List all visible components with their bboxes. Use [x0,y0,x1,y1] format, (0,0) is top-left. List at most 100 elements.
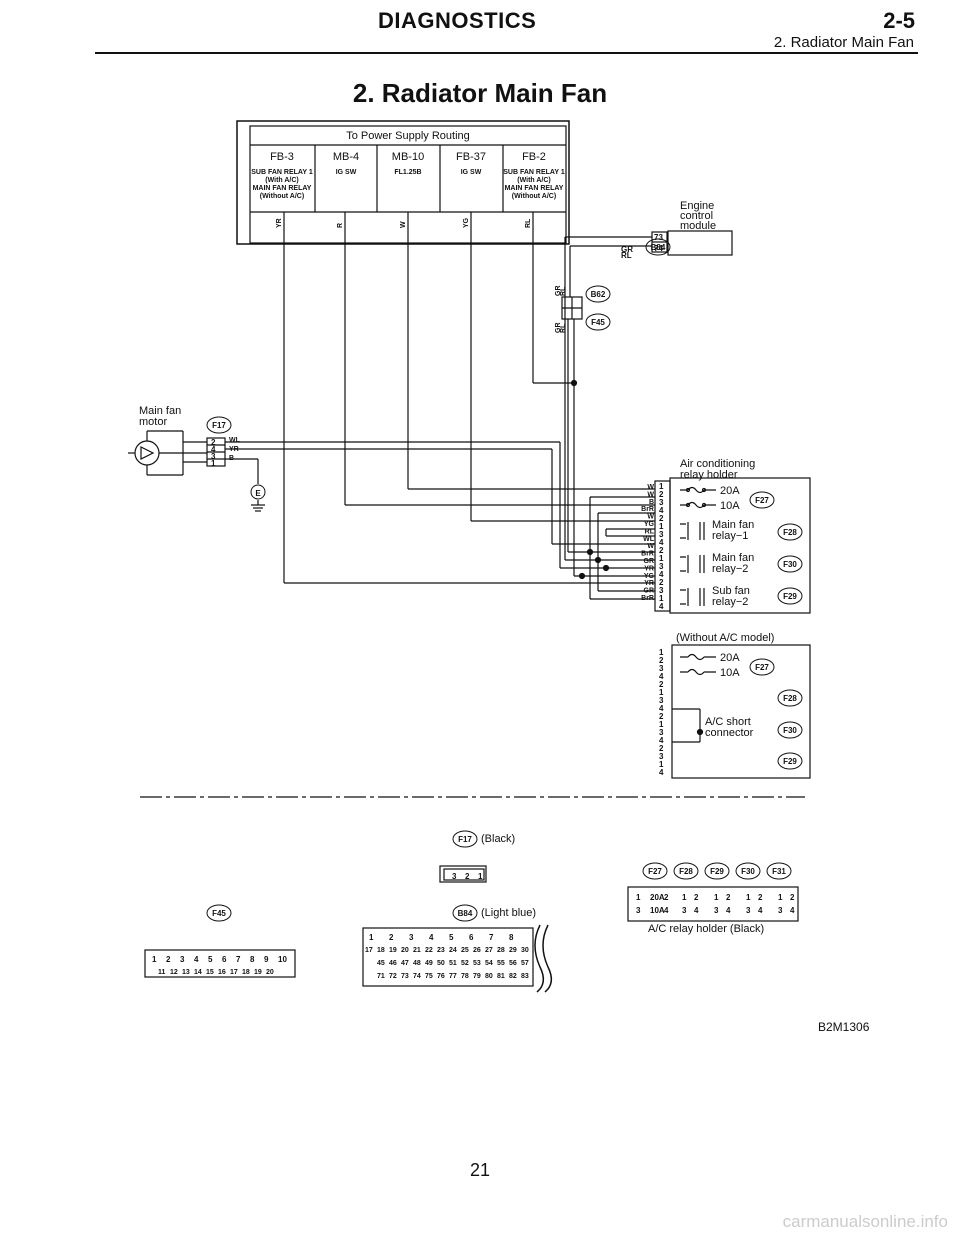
header-rule [95,52,918,54]
power-col-0-line-0: SUB FAN RELAY 1 [251,169,313,176]
cv-b84-r2-4: 21 [413,947,421,954]
relay-pin-6: 3 [659,530,664,539]
cv-b84-r3-5: 50 [437,960,445,967]
relay-f28-label: F28 [783,528,797,537]
cv-b84-r3-4: 49 [425,960,433,967]
cv-b84-r2-0: 17 [365,947,373,954]
cv-f45-r2-2: 13 [182,969,190,976]
cv-f27-label: F27 [648,867,662,876]
cv-relay-1-pin-2: 3 [714,906,719,915]
relay-pin-9: 1 [659,554,664,563]
relay-holder-pins [654,480,671,612]
ecm-label-3: module [680,220,716,232]
cv-f45-r2-6: 17 [230,969,238,976]
ecm-label-2: control [680,210,713,222]
cv-f17-pin-0: 3 [452,872,457,881]
junction-wire-top-1: RL [560,286,567,296]
cv-relay-1-pin-3: 4 [726,906,731,915]
cv-b84-r2-7: 24 [449,947,457,954]
noac-pin-0: 1 [659,648,664,657]
relay-wire-9: BrR [641,551,654,558]
cv-f45-r2-8: 19 [254,969,262,976]
cv-b84-r2-12: 29 [509,947,517,954]
ecm-b84-label: B84 [651,243,666,252]
cv-b84-r3-8: 53 [473,960,481,967]
relay-pin-2: 3 [659,498,664,507]
motor-f17-label: F17 [212,421,226,430]
power-col-0-line-1: (With A/C) [265,177,299,184]
cv-f27-pin-5: 4 [664,906,669,915]
cv-b84-r4-5: 76 [437,973,445,980]
cv-b84-r2-6: 23 [437,947,445,954]
cv-b84-r3-10: 55 [497,960,505,967]
power-box-title: To Power Supply Routing [346,130,470,142]
cv-relay-0-pin-3: 4 [694,906,699,915]
cv-b84-r4-12: 83 [521,973,529,980]
relay-f29-oval [777,587,803,605]
junction-f45-label: F45 [591,318,605,327]
power-wire-3: YG [463,217,470,228]
ecm-pin-74: 74 [654,244,663,253]
cv-f45-r2-4: 15 [206,969,214,976]
relay-pin-3: 4 [659,506,664,515]
fuse-10a: 10A [720,500,740,512]
relay-pin-1: 2 [659,490,664,499]
cv-b84-r2-5: 22 [425,947,433,954]
b84-connector-view [362,927,534,987]
power-col-4-line-2: MAIN FAN RELAY [505,185,564,192]
cv-b84-r2-11: 28 [497,947,505,954]
cv-f31-oval [766,862,792,880]
junction-b62-oval [585,285,611,303]
cv-f45-r2-3: 14 [194,969,202,976]
relay-wire-6: RL [645,528,655,535]
cv-f27-pin-4: 10A [650,906,665,915]
ecm-label-1: Engine [680,200,714,212]
cv-b84-r3-3: 48 [413,960,421,967]
relay-pin-13: 3 [659,586,664,595]
f17-color: (Black) [481,833,515,845]
power-col-0-line-2: MAIN FAN RELAY [253,185,312,192]
cv-b84-r1-1: 2 [389,933,394,942]
cv-relay-3-pin-1: 2 [790,893,795,902]
cv-b84-r3-0: 45 [377,960,385,967]
relay-pin-8: 2 [659,546,664,555]
noac-pin-11: 4 [659,736,664,745]
cv-relay-1-pin-1: 2 [726,893,731,902]
relay-wire-15: BrR [641,595,654,602]
cv-f45-oval [206,904,232,922]
section-subtitle: 2. Radiator Main Fan [773,34,914,51]
cv-f45-r2-1: 12 [170,969,178,976]
cv-f30-oval [735,862,761,880]
cv-f45-r1-5: 6 [222,955,227,964]
b84-color: (Light blue) [481,907,536,919]
ecm-b84-oval [645,238,671,256]
cv-f29-label: F29 [710,867,724,876]
cv-b84-label: B84 [458,909,473,918]
cv-f27-pin-1: 20A [650,893,665,902]
cv-b84-r3-7: 52 [461,960,469,967]
relay-holder-caption: A/C relay holder (Black) [648,923,764,935]
cv-relay-2-pin-0: 1 [746,893,751,902]
noac-pin-2: 3 [659,664,664,673]
relay-wire-8: W [647,543,654,550]
cv-b84-r1-0: 1 [369,933,374,942]
noac-pin-13: 3 [659,752,664,761]
relay-f29-label: F29 [783,592,797,601]
cv-f45-r1-3: 4 [194,955,199,964]
relay-wire-0: W [647,484,654,491]
noac-pin-1: 2 [659,656,664,665]
junction-wire-bottom-1: RL [560,323,567,333]
cv-b84-r4-2: 73 [401,973,409,980]
cv-b84-r1-2: 3 [409,933,414,942]
cv-b84-r2-1: 18 [377,947,385,954]
cv-relay-3-pin-2: 3 [778,906,783,915]
cv-f45-r1-4: 5 [208,955,213,964]
power-col-2-id: MB-10 [392,151,424,163]
motor-label-2: motor [139,416,167,428]
cv-b84-r4-1: 72 [389,973,397,980]
relay-f30-label: F30 [783,560,797,569]
relay-pin-15: 4 [659,602,664,611]
relay-pin-14: 1 [659,594,664,603]
noac-pin-5: 1 [659,688,664,697]
cv-f45-r1-7: 8 [250,955,255,964]
